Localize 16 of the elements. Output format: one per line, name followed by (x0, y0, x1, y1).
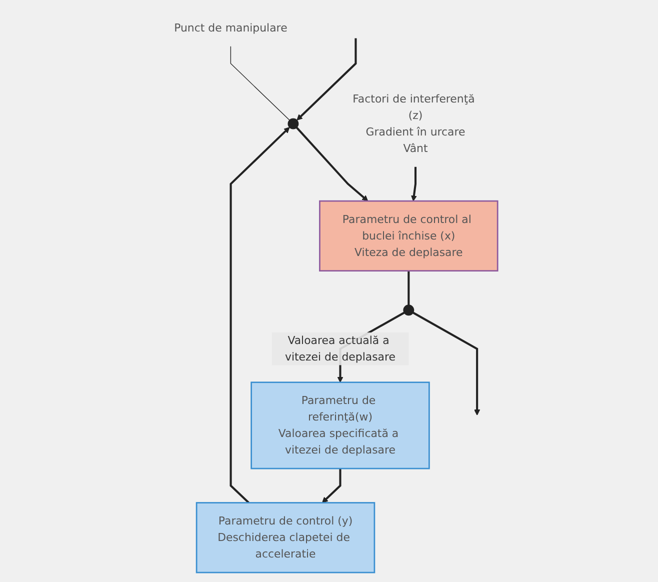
arrow (230, 127, 290, 504)
node-text: Factori de interferenţă (z) Gradient în urcare Vânt (352, 92, 475, 155)
node-circle (403, 304, 414, 316)
arrow (322, 468, 342, 504)
edge-label: Valoarea actuală a vitezei de deplasare (284, 334, 396, 364)
node-text: Punct de manipulare (174, 21, 288, 34)
node-box: Parametru de control (y) Deschiderea clapetei de acceleratie (196, 502, 376, 574)
arrow (410, 166, 417, 202)
connector (408, 270, 410, 306)
connector (230, 46, 290, 120)
node-box: Parametru de control al buclei închise (x) Viteza de deplasare (319, 200, 498, 272)
arrow (412, 312, 480, 416)
arrow (296, 38, 357, 120)
arrow (296, 126, 368, 202)
node-box: Parametru de referinţă(w) Valoarea specificată a vitezei de deplasare (250, 382, 430, 470)
node-circle (288, 118, 299, 130)
